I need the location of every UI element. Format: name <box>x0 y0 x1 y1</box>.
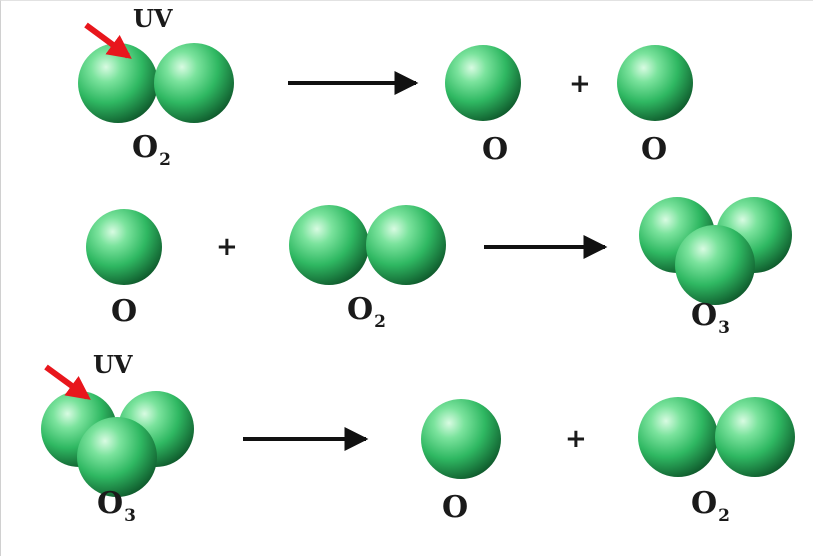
o3-molecule-icon <box>639 197 792 305</box>
o-atom-icon <box>617 45 693 121</box>
molecule-label: O <box>111 294 138 329</box>
molecule-label: O2 <box>691 486 730 526</box>
reaction-1 <box>78 22 693 123</box>
plus-sign: + <box>565 424 587 454</box>
molecule-label: O2 <box>347 292 386 332</box>
uv-arrow-icon <box>84 22 132 59</box>
plus-sign: + <box>569 69 591 99</box>
o-atom-icon <box>421 399 501 479</box>
o2-molecule-icon <box>289 205 446 285</box>
reaction-2 <box>86 197 792 305</box>
molecule-label: O2 <box>132 130 171 170</box>
plus-sign: + <box>216 232 238 262</box>
o2-molecule-icon <box>78 43 234 123</box>
o-atom-icon <box>86 209 162 285</box>
reaction-3 <box>41 364 795 497</box>
molecule-label: O <box>442 490 469 525</box>
o2-molecule-icon <box>638 397 795 477</box>
uv-arrow-icon <box>44 364 91 400</box>
molecule-label: O <box>482 132 509 167</box>
uv-label: UV <box>93 350 133 379</box>
o-atom-icon <box>445 45 521 121</box>
o3-molecule-icon <box>41 391 194 497</box>
molecule-label: O3 <box>97 486 136 526</box>
molecule-label: O3 <box>691 298 730 338</box>
uv-label: UV <box>133 4 173 33</box>
molecule-label: O <box>641 132 668 167</box>
